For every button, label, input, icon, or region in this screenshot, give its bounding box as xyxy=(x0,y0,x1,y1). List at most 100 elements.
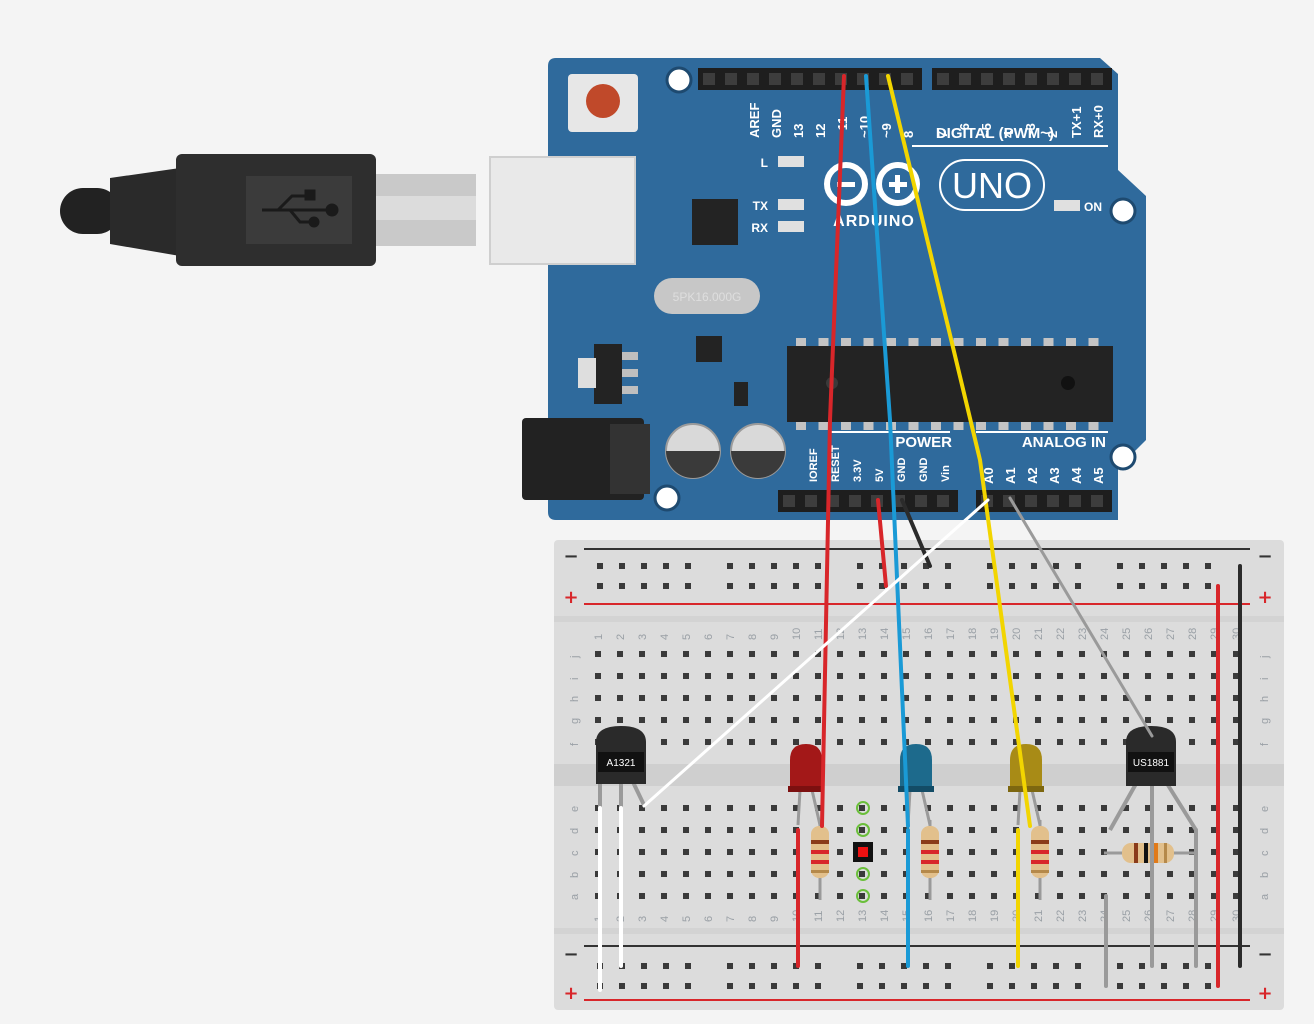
terminal-hole[interactable] xyxy=(1079,717,1085,723)
rail-hole[interactable] xyxy=(1053,563,1059,569)
rail-hole[interactable] xyxy=(1117,563,1123,569)
terminal-hole[interactable] xyxy=(793,739,799,745)
rail-hole[interactable] xyxy=(1009,983,1015,989)
terminal-hole[interactable] xyxy=(617,695,623,701)
terminal-hole[interactable] xyxy=(969,827,975,833)
terminal-hole[interactable] xyxy=(969,893,975,899)
terminal-hole[interactable] xyxy=(771,739,777,745)
rail-hole[interactable] xyxy=(1139,583,1145,589)
terminal-hole[interactable] xyxy=(837,849,843,855)
rail-hole[interactable] xyxy=(901,563,907,569)
terminal-hole[interactable] xyxy=(1057,739,1063,745)
terminal-hole[interactable] xyxy=(661,871,667,877)
terminal-hole[interactable] xyxy=(1211,805,1217,811)
terminal-hole[interactable] xyxy=(1233,739,1239,745)
rail-hole[interactable] xyxy=(923,583,929,589)
terminal-hole[interactable] xyxy=(683,717,689,723)
rail-hole[interactable] xyxy=(749,963,755,969)
terminal-hole[interactable] xyxy=(815,673,821,679)
terminal-hole[interactable] xyxy=(881,893,887,899)
terminal-hole[interactable] xyxy=(815,739,821,745)
terminal-hole[interactable] xyxy=(749,717,755,723)
terminal-hole[interactable] xyxy=(793,651,799,657)
rail-hole[interactable] xyxy=(945,983,951,989)
terminal-hole[interactable] xyxy=(969,739,975,745)
terminal-hole[interactable] xyxy=(925,673,931,679)
terminal-hole[interactable] xyxy=(859,805,865,811)
rail-hole[interactable] xyxy=(1009,583,1015,589)
rail-hole[interactable] xyxy=(879,983,885,989)
terminal-hole[interactable] xyxy=(683,805,689,811)
terminal-hole[interactable] xyxy=(727,695,733,701)
rail-hole[interactable] xyxy=(1117,963,1123,969)
wire-yellow-pin9[interactable] xyxy=(886,74,1032,828)
rail-hole[interactable] xyxy=(793,563,799,569)
terminal-hole[interactable] xyxy=(837,893,843,899)
terminal-hole[interactable] xyxy=(1145,695,1151,701)
terminal-hole[interactable] xyxy=(925,805,931,811)
header-socket[interactable] xyxy=(1091,73,1103,85)
terminal-hole[interactable] xyxy=(1123,893,1129,899)
terminal-hole[interactable] xyxy=(903,651,909,657)
terminal-hole[interactable] xyxy=(1167,651,1173,657)
rail-hole[interactable] xyxy=(727,563,733,569)
terminal-hole[interactable] xyxy=(969,717,975,723)
terminal-hole[interactable] xyxy=(595,673,601,679)
terminal-hole[interactable] xyxy=(837,673,843,679)
terminal-hole[interactable] xyxy=(1035,673,1041,679)
terminal-hole[interactable] xyxy=(1211,827,1217,833)
terminal-hole[interactable] xyxy=(837,805,843,811)
terminal-hole[interactable] xyxy=(661,827,667,833)
terminal-hole[interactable] xyxy=(815,695,821,701)
terminal-hole[interactable] xyxy=(727,805,733,811)
rail-hole[interactable] xyxy=(663,583,669,589)
header-socket[interactable] xyxy=(813,73,825,85)
terminal-hole[interactable] xyxy=(727,893,733,899)
terminal-hole[interactable] xyxy=(1211,717,1217,723)
terminal-hole[interactable] xyxy=(1035,717,1041,723)
terminal-hole[interactable] xyxy=(639,871,645,877)
terminal-hole[interactable] xyxy=(1211,651,1217,657)
terminal-hole[interactable] xyxy=(1189,739,1195,745)
header-socket[interactable] xyxy=(1069,73,1081,85)
rail-hole[interactable] xyxy=(793,583,799,589)
terminal-hole[interactable] xyxy=(859,893,865,899)
header-socket[interactable] xyxy=(1025,73,1037,85)
terminal-hole[interactable] xyxy=(1123,651,1129,657)
terminal-hole[interactable] xyxy=(1145,651,1151,657)
header-socket[interactable] xyxy=(1069,495,1081,507)
terminal-hole[interactable] xyxy=(859,827,865,833)
terminal-hole[interactable] xyxy=(1211,849,1217,855)
terminal-hole[interactable] xyxy=(639,695,645,701)
rail-hole[interactable] xyxy=(619,583,625,589)
terminal-hole[interactable] xyxy=(1013,673,1019,679)
terminal-hole[interactable] xyxy=(837,739,843,745)
rail-hole[interactable] xyxy=(1183,563,1189,569)
terminal-hole[interactable] xyxy=(1211,673,1217,679)
header-socket[interactable] xyxy=(1025,495,1037,507)
terminal-hole[interactable] xyxy=(749,893,755,899)
terminal-hole[interactable] xyxy=(639,827,645,833)
rail-hole[interactable] xyxy=(1161,963,1167,969)
terminal-hole[interactable] xyxy=(1233,651,1239,657)
hall-sensor-us1881[interactable]: US1881 xyxy=(1108,726,1198,832)
terminal-hole[interactable] xyxy=(727,739,733,745)
header-socket[interactable] xyxy=(849,495,861,507)
wire-gray-a1[interactable] xyxy=(1008,496,1154,738)
rail-hole[interactable] xyxy=(857,563,863,569)
terminal-hole[interactable] xyxy=(1079,651,1085,657)
rail-hole[interactable] xyxy=(641,583,647,589)
rail-hole[interactable] xyxy=(1031,983,1037,989)
resistor-blue-led[interactable] xyxy=(921,820,939,900)
terminal-hole[interactable] xyxy=(705,849,711,855)
header-socket[interactable] xyxy=(1003,73,1015,85)
terminal-hole[interactable] xyxy=(1101,717,1107,723)
terminal-hole[interactable] xyxy=(859,651,865,657)
arduino-uno-board[interactable]: 5PK16.000G L TX RX ON ARDUINO xyxy=(489,58,1146,520)
terminal-hole[interactable] xyxy=(1167,805,1173,811)
terminal-hole[interactable] xyxy=(1167,717,1173,723)
resistor-pullup[interactable] xyxy=(1104,843,1196,863)
terminal-hole[interactable] xyxy=(859,695,865,701)
wire-red-pin11[interactable] xyxy=(820,74,846,828)
terminal-hole[interactable] xyxy=(1189,717,1195,723)
